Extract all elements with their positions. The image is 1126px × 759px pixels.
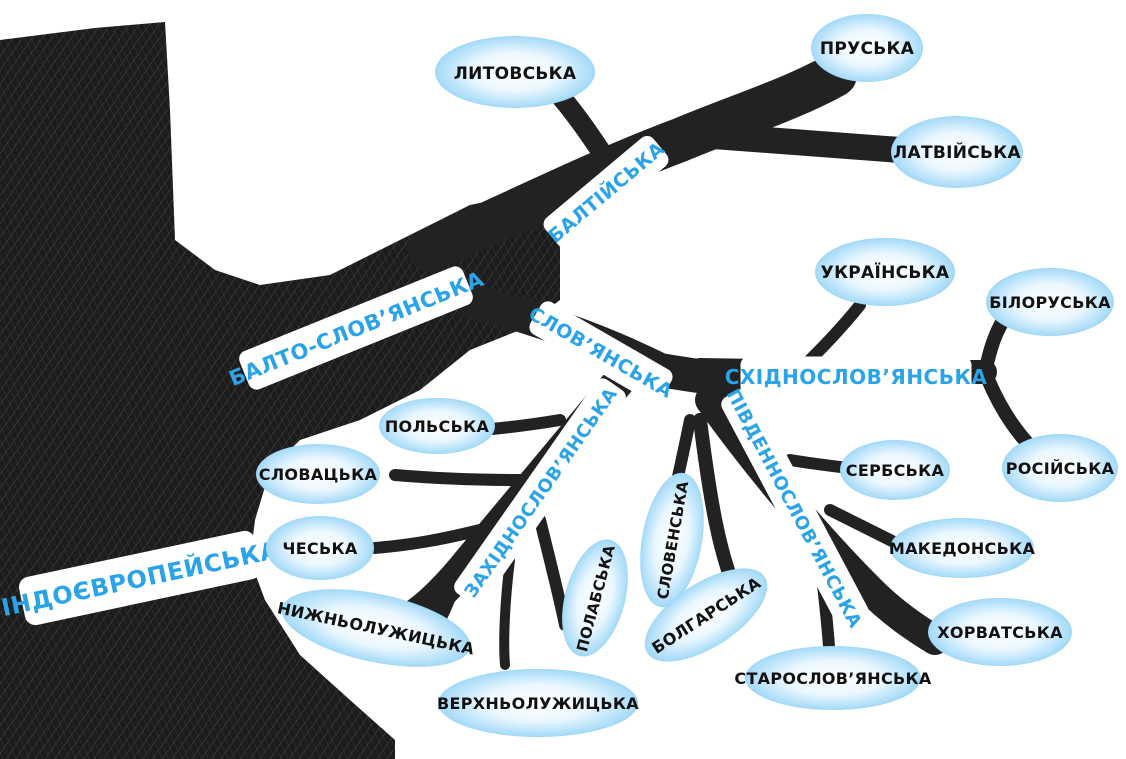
leaf-label-croatian: ХОРВАТСЬКА bbox=[937, 623, 1063, 642]
leaf-label-prussian: ПРУСЬКА bbox=[820, 39, 915, 59]
leaf-belarusian: БІЛОРУСЬКА bbox=[986, 268, 1114, 336]
leaf-croatian: ХОРВАТСЬКА bbox=[928, 598, 1072, 666]
leaf-label-old-church-slavonic: СТАРОСЛОВ’ЯНСЬКА bbox=[734, 669, 931, 688]
leaf-macedonian: МАКЕДОНСЬКА bbox=[889, 518, 1036, 578]
leaf-serbian: СЕРБСЬКА bbox=[840, 440, 950, 500]
leaf-label-slovak: СЛОВАЦЬКА bbox=[259, 465, 378, 484]
leaf-prussian: ПРУСЬКА bbox=[811, 14, 923, 82]
leaf-label-macedonian: МАКЕДОНСЬКА bbox=[889, 539, 1036, 558]
leaf-label-ukrainian: УКРАЇНСЬКА bbox=[821, 261, 950, 283]
leaf-label-polish: ПОЛЬСЬКА bbox=[385, 417, 490, 436]
language-leaves: ЛИТОВСЬКА ПРУСЬКА ЛАТВІЙСЬКА УКРАЇНСЬКА … bbox=[256, 14, 1118, 737]
band-east-slavic: СХІДНОСЛОВ’ЯНСЬКА bbox=[725, 356, 988, 396]
leaf-polish: ПОЛЬСЬКА bbox=[379, 398, 495, 454]
leaf-russian: РОСІЙСЬКА bbox=[1002, 434, 1118, 502]
leaf-latvian: ЛАТВІЙСЬКА bbox=[891, 116, 1023, 188]
tree-trunk bbox=[0, 22, 560, 759]
leaf-label-latvian: ЛАТВІЙСЬКА bbox=[893, 141, 1021, 163]
leaf-lithuanian: ЛИТОВСЬКА bbox=[435, 36, 595, 108]
leaf-label-upper-sorbian: ВЕРХНЬОЛУЖИЦЬКА bbox=[437, 694, 639, 713]
leaf-polabian: ПОЛАБСЬКА bbox=[562, 539, 628, 657]
label-east-slavic: СХІДНОСЛОВ’ЯНСЬКА bbox=[725, 365, 988, 389]
leaf-ukrainian: УКРАЇНСЬКА bbox=[815, 238, 955, 306]
leaf-slovak: СЛОВАЦЬКА bbox=[256, 444, 380, 504]
leaf-label-russian: РОСІЙСЬКА bbox=[1006, 459, 1115, 478]
leaf-upper-sorbian: ВЕРХНЬОЛУЖИЦЬКА bbox=[437, 669, 639, 737]
leaf-label-czech: ЧЕСЬКА bbox=[282, 539, 357, 558]
leaf-label-belarusian: БІЛОРУСЬКА bbox=[989, 293, 1111, 312]
leaf-slovenian: СЛОВЕНСЬКА bbox=[640, 472, 704, 608]
leaf-label-lithuanian: ЛИТОВСЬКА bbox=[454, 64, 577, 84]
leaf-old-church-slavonic: СТАРОСЛОВ’ЯНСЬКА bbox=[734, 646, 932, 710]
leaf-label-serbian: СЕРБСЬКА bbox=[846, 461, 945, 480]
leaf-czech: ЧЕСЬКА bbox=[266, 516, 374, 580]
